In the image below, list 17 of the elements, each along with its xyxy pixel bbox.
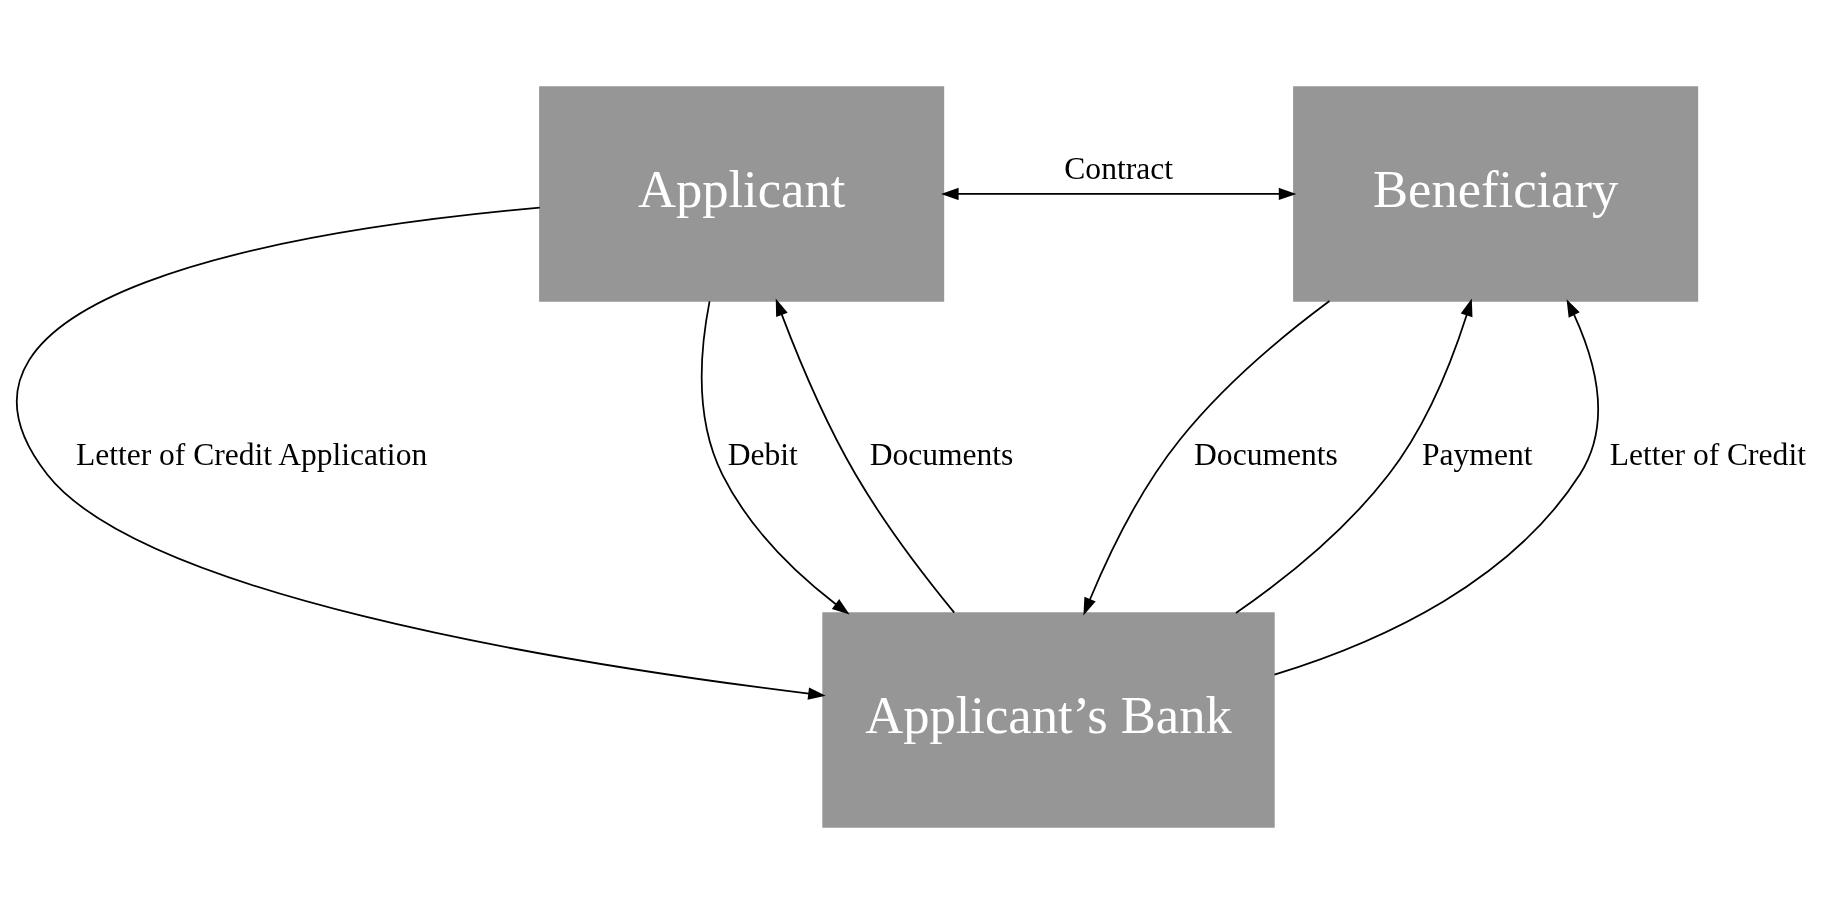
node-box: Applicant’s Bank (822, 612, 1275, 828)
arrow (1273, 299, 1599, 676)
node-box: Beneficiary (1293, 86, 1699, 302)
edge-label: Contract (1064, 150, 1173, 186)
edge-label: Letter of Credit (1609, 436, 1806, 472)
edge-label: Payment (1422, 436, 1533, 472)
edge-label: Letter of Credit Application (75, 436, 428, 472)
edge-label: Documents (1194, 436, 1338, 472)
arrow (941, 187, 1297, 201)
node-box: Applicant (539, 86, 945, 302)
arrow (775, 298, 956, 614)
arrow (1083, 300, 1331, 616)
arrow (1235, 298, 1473, 614)
edge-label: Debit (727, 436, 798, 472)
arrow (700, 300, 850, 615)
edge-label: Documents (869, 436, 1014, 472)
arrow (16, 206, 826, 700)
